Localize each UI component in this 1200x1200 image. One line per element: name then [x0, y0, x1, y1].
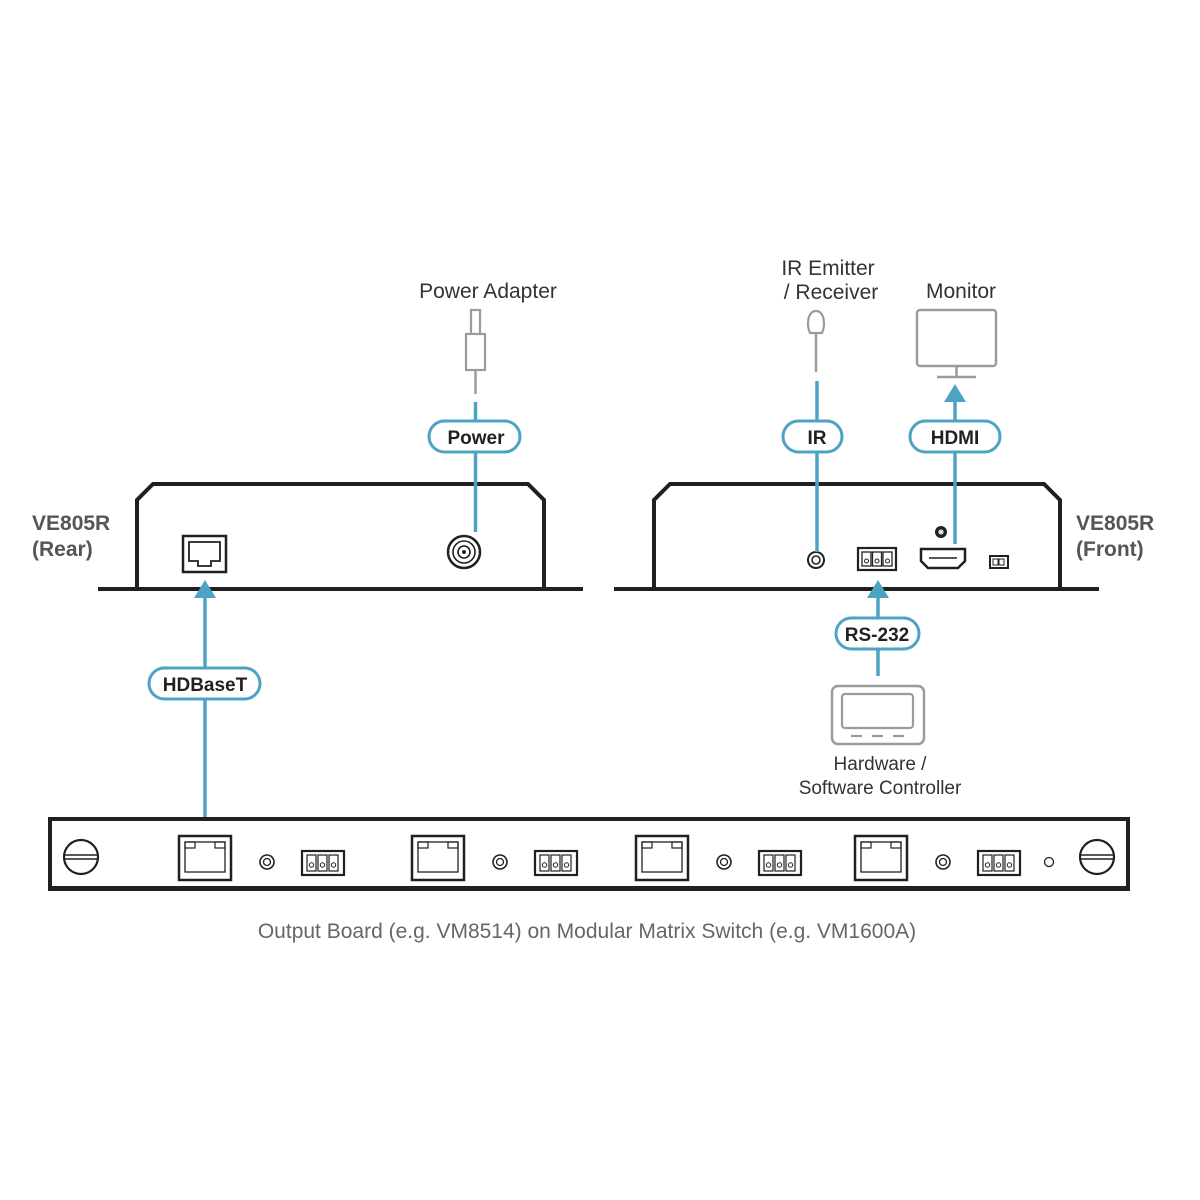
ve805r-rear-unit — [98, 482, 583, 591]
output-port-group — [634, 834, 803, 882]
hdmi-connection-badge: HDMI — [908, 419, 1002, 454]
output-port-group — [853, 834, 1022, 882]
power-adapter-icon — [464, 308, 487, 394]
rear-unit-side-label: (Rear) — [32, 538, 93, 561]
monitor-icon — [915, 308, 998, 379]
power-jack-icon — [446, 534, 482, 570]
monitor-label: Monitor — [926, 280, 996, 303]
hdmi-port-icon — [919, 547, 967, 570]
rs232-connection-badge: RS-232 — [834, 616, 921, 651]
ir-jack-icon — [807, 551, 825, 569]
ground-screw-icon — [935, 526, 947, 538]
output-port-group — [410, 834, 579, 882]
rs232-terminal-icon — [856, 546, 898, 572]
ir-emitter-label-line2: / Receiver — [784, 281, 879, 304]
power-connection-label: Power — [447, 428, 505, 449]
hdbaset-connection-label: HDBaseT — [163, 675, 248, 696]
rj45-port-icon — [410, 834, 466, 882]
right-thumbscrew-icon — [1078, 838, 1116, 876]
rs232-terminal-icon — [300, 849, 346, 877]
hdmi-connection-label: HDMI — [931, 428, 980, 449]
rs232-terminal-icon — [533, 849, 579, 877]
output-board-caption: Output Board (e.g. VM8514) on Modular Ma… — [258, 920, 916, 943]
controller-label-line2: Software Controller — [799, 778, 962, 799]
ir-connection-badge: IR — [781, 419, 844, 454]
front-unit-side-label: (Front) — [1076, 538, 1144, 561]
dip-switch-icon — [989, 555, 1009, 569]
rs232-connection-label: RS-232 — [845, 625, 909, 646]
front-unit-model-label: VE805R — [1076, 512, 1154, 535]
hdbaset-connection-badge: HDBaseT — [147, 666, 262, 701]
left-thumbscrew-icon — [62, 838, 100, 876]
rs232-terminal-icon — [757, 849, 803, 877]
ve805r-front-unit — [614, 482, 1099, 591]
ir-connection-label: IR — [808, 428, 827, 449]
rs232-terminal-icon — [976, 849, 1022, 877]
ir-emitter-icon — [806, 309, 826, 372]
rj45-port-icon — [853, 834, 909, 882]
controller-icon — [830, 684, 926, 746]
ir-emitter-label-line1: IR Emitter — [781, 257, 874, 280]
output-port-group — [177, 834, 346, 882]
rj45-port-icon — [634, 834, 690, 882]
rj45-port-icon — [177, 834, 233, 882]
hdbaset-arrow-icon — [194, 580, 216, 598]
ir-jack-icon — [492, 854, 508, 870]
rear-unit-model-label: VE805R — [32, 512, 110, 535]
controller-label-line1: Hardware / — [834, 754, 928, 775]
power-adapter-label: Power Adapter — [419, 280, 557, 303]
hdmi-arrow-icon — [944, 384, 966, 402]
rs232-arrow-icon — [867, 580, 889, 598]
ir-jack-icon — [259, 854, 275, 870]
output-board — [48, 817, 1130, 891]
power-connection-badge: Power — [427, 419, 522, 454]
ir-jack-icon — [935, 854, 951, 870]
status-led-icon — [1043, 856, 1055, 868]
ir-jack-icon — [716, 854, 732, 870]
rj45-port-icon — [181, 534, 228, 574]
